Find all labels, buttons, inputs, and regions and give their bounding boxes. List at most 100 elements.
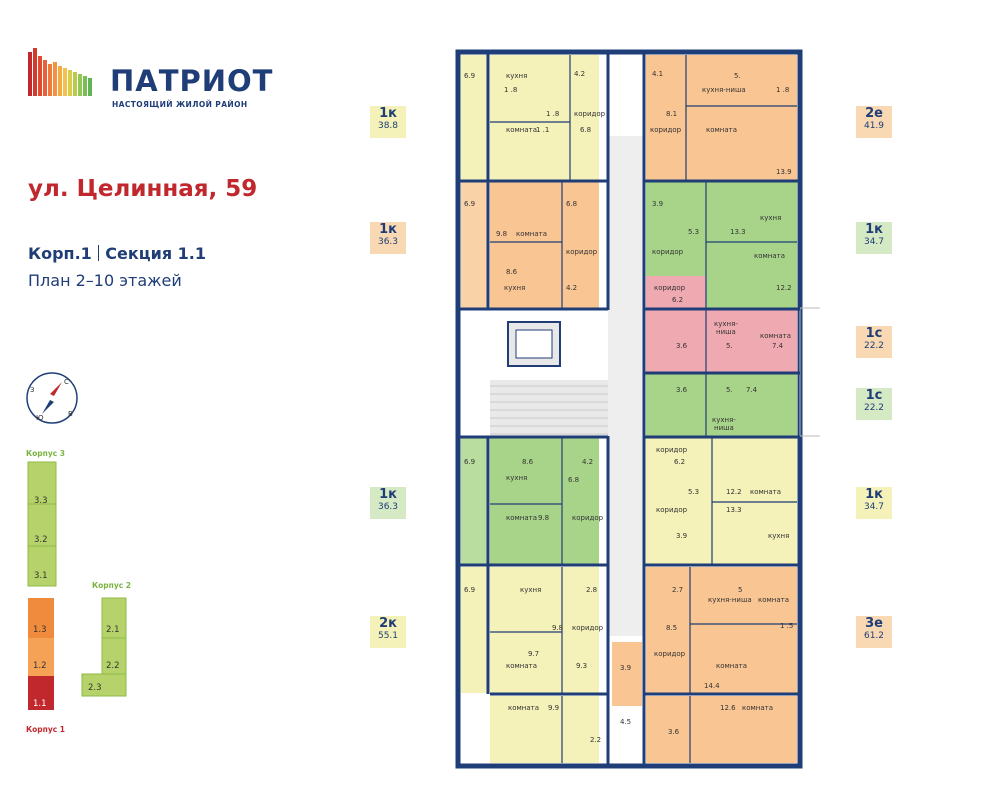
unit-type: 1к	[379, 222, 397, 237]
room-f8: 13.9	[776, 168, 792, 176]
room-g3: 5.3	[688, 228, 699, 236]
room-j9: кухня	[768, 532, 789, 540]
balcony-left-3	[461, 438, 487, 564]
room-j4: 12.2	[726, 488, 742, 496]
unit-area: 22.2	[863, 341, 885, 351]
room-b2: 9.8	[496, 230, 507, 238]
address-title: ул. Целинная, 59	[28, 176, 258, 202]
room-k6: 8.5	[666, 624, 677, 632]
room-b8: 4.2	[566, 284, 577, 292]
room-j1: коридор	[656, 446, 688, 454]
room-d7: комната	[506, 662, 537, 670]
logo-mark-icon	[28, 48, 92, 96]
unit-type: 1к	[865, 222, 883, 237]
corpus-1-s3: 1.3	[33, 625, 47, 635]
room-d6: 9.7	[528, 650, 539, 658]
unit-area: 55.1	[377, 631, 399, 641]
room-d4: 9.8	[552, 624, 563, 632]
compass-w: З	[30, 386, 35, 394]
room-j6: коридор	[656, 506, 688, 514]
room-g4: 13.3	[730, 228, 746, 236]
divider	[97, 245, 100, 261]
room-g1: 3.9	[652, 200, 663, 208]
room-k1: 2.7	[672, 586, 683, 594]
room-i3: 7.4	[746, 386, 758, 394]
room-e3: 4.5	[620, 718, 631, 726]
compass-n: С	[64, 378, 69, 386]
room-k2: 5	[738, 586, 742, 594]
room-d2: кухня	[520, 586, 541, 594]
room-j7: 13.3	[726, 506, 742, 514]
room-f1: 4.1	[652, 70, 663, 78]
room-g6: комната	[754, 252, 785, 260]
room-a3: 1 .8	[504, 86, 517, 94]
apt-right-bath	[612, 642, 642, 706]
room-j3: 5.3	[688, 488, 699, 496]
room-c5: 6.8	[568, 476, 579, 484]
room-k9: 14.4	[704, 682, 720, 690]
corp-label: Корп.1	[28, 244, 92, 263]
corpus-3-s3: 3.1	[34, 571, 48, 581]
room-a4: 4.2	[574, 70, 585, 78]
apt-left-2	[490, 182, 599, 308]
room-b7: кухня	[504, 284, 525, 292]
room-a1: 6.9	[464, 72, 475, 80]
corpus-1-s2: 1.2	[33, 661, 47, 671]
brand-name: ПАТРИОТ	[110, 64, 274, 98]
room-k7: коридор	[654, 650, 686, 658]
corpus-map: Корпус 3 3.3 3.2 3.1 1.3 1.2 1.1 Корпус …	[26, 449, 131, 734]
room-i1: 3.6	[676, 386, 688, 394]
room-d1: 6.9	[464, 586, 475, 594]
unit-type: 1к	[379, 106, 397, 121]
corpus-3-s2: 3.2	[34, 535, 48, 545]
compass-icon: С Ю З В	[26, 372, 78, 424]
room-c3: 4.2	[582, 458, 593, 466]
balcony-left-2	[461, 182, 487, 308]
room-m3: 3.6	[668, 728, 680, 736]
unit-area: 61.2	[863, 631, 885, 641]
unit-type: 1к	[865, 487, 883, 502]
room-f7: комната	[706, 126, 737, 134]
unit-area: 38.8	[377, 121, 399, 131]
room-f3: кухня-ниша	[702, 86, 746, 94]
room-j5: комната	[750, 488, 781, 496]
apt-left-5	[490, 696, 599, 763]
corpus-2-label: Корпус 2	[92, 581, 131, 590]
room-a8: комната	[506, 126, 537, 134]
room-k5: 1 .5	[780, 622, 793, 630]
room-f5: 8.1	[666, 110, 677, 118]
room-k4: комната	[758, 596, 789, 604]
room-a5: коридор	[574, 110, 606, 118]
room-a9: 1 .1	[536, 126, 549, 134]
room-d3: 2.8	[586, 586, 597, 594]
room-b6: 8.6	[506, 268, 518, 276]
room-c2: 8.6	[522, 458, 534, 466]
corpus-1-s1: 1.1	[33, 699, 47, 709]
apt-left-3	[490, 438, 599, 564]
corpus-2-s1: 2.1	[106, 625, 120, 635]
unit-type: 3е	[865, 616, 883, 631]
compass-s: Ю	[36, 414, 44, 422]
apt-right-3-corridor	[646, 276, 706, 308]
unit-area: 36.3	[377, 502, 399, 512]
room-i4: кухня-	[712, 416, 736, 424]
balcony-left-4	[461, 567, 487, 693]
room-b1: 6.9	[464, 200, 475, 208]
room-b4: 6.8	[566, 200, 577, 208]
room-c7: 9.8	[538, 514, 549, 522]
room-h2: 6.2	[672, 296, 683, 304]
balcony-left-1	[461, 55, 487, 180]
corpus-2-s3: 2.3	[88, 683, 102, 693]
room-e5: 3.9	[620, 664, 631, 672]
room-g2: кухня	[760, 214, 781, 222]
apt-right-1	[646, 55, 797, 180]
